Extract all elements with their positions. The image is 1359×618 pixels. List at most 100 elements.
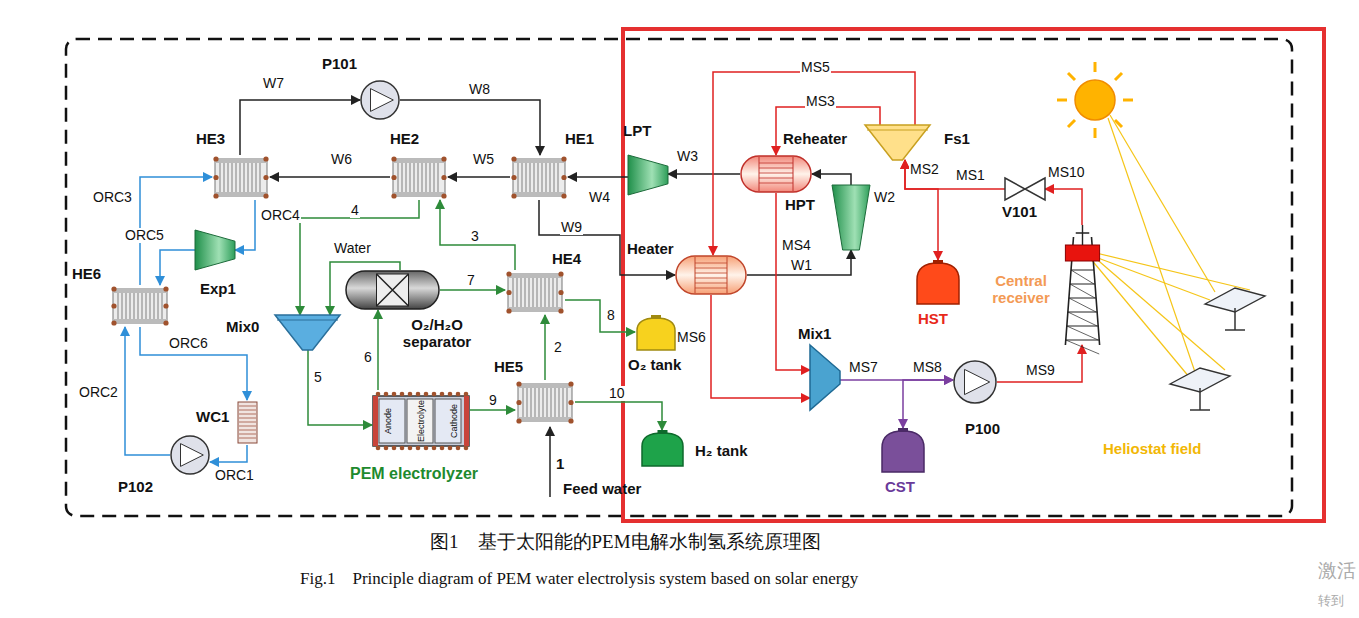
stream-label: ORC1 [214, 468, 255, 483]
stream-label: ORC3 [92, 190, 133, 205]
stream-line [568, 176, 628, 178]
node-label: WC1 [196, 408, 229, 425]
storage-tank-symbol [880, 428, 926, 472]
node-label: HE2 [390, 130, 419, 147]
stream-line [210, 445, 247, 462]
stream-label: ORC5 [124, 228, 165, 243]
stream-label: 3 [470, 229, 480, 244]
stream-line [747, 250, 851, 275]
stream-line [240, 100, 360, 155]
heat-exchanger-symbol [510, 155, 568, 200]
mixer-symbol [810, 345, 840, 410]
stream-label: MS9 [1025, 363, 1056, 378]
part-label: Anode [383, 408, 393, 434]
node-label: HE5 [494, 358, 523, 375]
stream-line [711, 295, 810, 398]
stream-line [997, 345, 1082, 382]
node-label: Heliostat field [1103, 440, 1201, 457]
stream-label: 1 [556, 455, 564, 472]
node-label: HE3 [196, 130, 225, 147]
node-label: HE6 [72, 265, 101, 282]
sun-rays [1090, 115, 1250, 378]
node-label: O₂/H₂O separator [392, 316, 482, 351]
stream-label: ORC6 [168, 336, 209, 351]
water-cooler: WC1 [235, 400, 260, 445]
turbine-symbol [628, 155, 668, 195]
stream-line [125, 327, 170, 455]
stream-label: MS10 [1047, 165, 1086, 180]
stream-label: W3 [676, 149, 699, 164]
stream-label: ORC4 [260, 208, 301, 223]
stream-label: 10 [608, 386, 626, 401]
stream-label: 7 [466, 273, 476, 288]
heat-exchanger-symbol [515, 380, 575, 425]
stream-label: MS3 [805, 94, 836, 109]
storage-tank: CST [880, 428, 926, 472]
stream-line [235, 200, 255, 250]
node-label: HE4 [552, 250, 581, 267]
stream-label: W7 [262, 76, 285, 91]
node-label: CST [885, 478, 915, 495]
hydrogen-tank-symbol [640, 430, 685, 466]
stream-label: MS5 [800, 60, 831, 75]
pump: P100 [953, 360, 997, 404]
stream-label: MS7 [848, 360, 879, 375]
stream-label: MS1 [955, 168, 986, 183]
heat-exchanger: HE5 [515, 380, 575, 425]
pem-electrolyzer: AnodeElectrolyteCathodePEM electrolyzer [372, 390, 470, 452]
hydrogen-tank: H₂ tank [640, 430, 685, 466]
node-label: P102 [118, 478, 153, 495]
node-label: P101 [322, 55, 357, 72]
node-label: Heater [627, 240, 674, 257]
stream-line [377, 310, 379, 390]
node-label: O₂ tank [628, 356, 681, 373]
watermark: 激活 [1318, 558, 1356, 584]
stream-line [544, 315, 546, 380]
watermark: 转到 [1318, 592, 1344, 610]
oxygen-tank-symbol [635, 315, 677, 350]
stream-label: W6 [330, 152, 353, 167]
stream-line [903, 380, 953, 428]
heater: Heater [675, 255, 747, 295]
heat-exchanger: HE4 [505, 270, 565, 315]
caption-english: Fig.1 Principle diagram of PEM water ele… [300, 567, 858, 590]
stream-label: MS8 [912, 360, 943, 375]
stream-label: 8 [606, 308, 616, 323]
stream-line [776, 193, 810, 370]
sun [1057, 62, 1133, 138]
stream-label: 2 [553, 340, 563, 355]
stream-label: ORC2 [78, 385, 119, 400]
stream-line [776, 107, 880, 155]
part-label: Cathode [449, 404, 459, 438]
separator-symbol [345, 270, 440, 310]
node-label: LPT [623, 122, 651, 139]
central-receiver-symbol [1060, 225, 1105, 345]
pump: P101 [360, 80, 400, 120]
storage-tank: HST [915, 260, 961, 304]
stream-label: W4 [588, 190, 611, 205]
caption: 图1 基于太阳能的PEM电解水制氢系统原理图 [430, 529, 821, 555]
heat-exchanger: HE3 [212, 155, 270, 200]
heat-exchanger-symbol [390, 155, 448, 200]
stream-line [668, 173, 740, 175]
stream-line [448, 176, 510, 178]
stream-label: 9 [488, 393, 498, 408]
heater-symbol [675, 255, 747, 295]
heliostat-field: Heliostat field [1150, 280, 1265, 420]
part-label: Electrolyte [416, 400, 426, 442]
heat-exchanger: HE1 [510, 155, 568, 200]
stream-line [440, 289, 505, 291]
heat-exchanger-symbol [110, 285, 170, 327]
stream-line [400, 100, 540, 155]
stream-line [470, 409, 515, 411]
node-label: HPT [785, 196, 815, 213]
mixer: Mix0 [275, 315, 340, 350]
node-label: P100 [965, 420, 1000, 437]
stream-label: Feed water [563, 480, 641, 497]
node-label: Fs1 [944, 130, 970, 147]
stream-line [713, 72, 915, 255]
splitter-symbol [865, 125, 930, 160]
stream-line [812, 174, 851, 185]
